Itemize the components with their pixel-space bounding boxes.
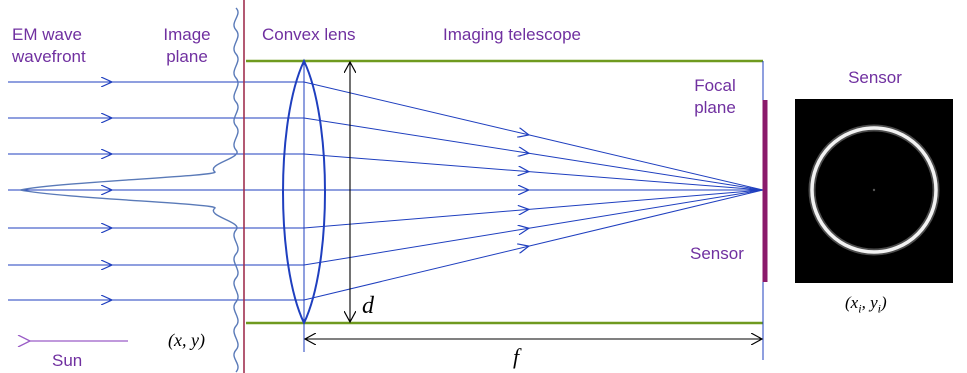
focused-ray-segment-6 bbox=[528, 189, 764, 229]
em-wave-line2: wavefront bbox=[12, 47, 86, 66]
d-label: d bbox=[362, 293, 374, 319]
f-label: f bbox=[513, 344, 520, 369]
image-plane-line2: plane bbox=[166, 47, 208, 66]
focused-ray-1 bbox=[303, 81, 529, 135]
imaging-telescope-label: Imaging telescope bbox=[443, 25, 581, 44]
image-plane-label: Image plane bbox=[157, 24, 217, 68]
convex-lens-label: Convex lens bbox=[262, 25, 356, 44]
em-wave-line1: EM wave bbox=[12, 25, 82, 44]
sensor-image-title: Sensor bbox=[848, 68, 902, 87]
focused-rays bbox=[303, 81, 764, 301]
wavefront-curve bbox=[19, 7, 239, 373]
focused-ray-5 bbox=[303, 209, 529, 229]
focused-ray-segment-3 bbox=[528, 171, 764, 191]
focal-plane-line2: plane bbox=[694, 98, 736, 117]
focused-ray-6 bbox=[303, 228, 529, 266]
focal-plane-line1: Focal bbox=[694, 76, 736, 95]
focused-ray-segment-2 bbox=[528, 152, 764, 191]
focused-ray-2 bbox=[303, 117, 529, 153]
sun-label: Sun bbox=[52, 351, 83, 370]
focused-ray-3 bbox=[303, 153, 529, 172]
focal-plane-label: Focal plane bbox=[680, 75, 750, 119]
sensor-ring bbox=[810, 126, 938, 254]
coord-xiyi-label: (xi, yi) bbox=[845, 293, 887, 316]
focused-ray-segment-5 bbox=[528, 189, 764, 210]
focused-ray-segment-1 bbox=[528, 134, 764, 191]
sensor-side-label: Sensor bbox=[690, 244, 744, 263]
sensor-center-dot bbox=[872, 188, 876, 192]
em-wave-label: EM wave wavefront bbox=[12, 24, 86, 68]
coord-xy-label: (x, y) bbox=[168, 330, 205, 350]
focused-ray-7 bbox=[303, 246, 529, 301]
focused-ray-segment-7 bbox=[528, 189, 764, 247]
incoming-rays bbox=[8, 82, 304, 300]
image-plane-line1: Image bbox=[163, 25, 211, 44]
